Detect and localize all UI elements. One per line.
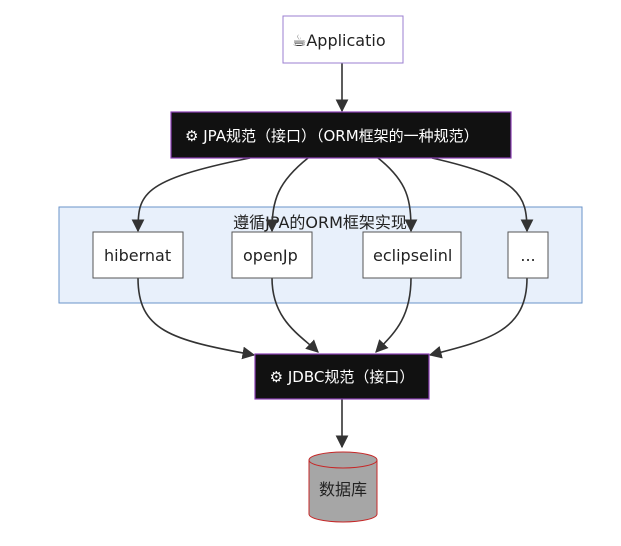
edge-hibernate-to-jdbc (137, 277, 256, 360)
database-cylinder-top (308, 451, 378, 469)
edge-eclipselink-to-jdbc (375, 277, 412, 353)
jdbc-spec-label: ⚙ JDBC规范（接口） (270, 368, 415, 386)
application-label: ☕Applicatio (292, 31, 386, 50)
edge-jpa-to-openjpa (265, 157, 309, 233)
database-label: 数据库 (319, 480, 367, 499)
openjpa-node: openJp (231, 231, 313, 279)
database-node: 数据库 (308, 451, 378, 523)
jpa-spec-label: ⚙ JPA规范（接口）（ORM框架的一种规范） (185, 127, 479, 145)
jpa-spec-node: ⚙ JPA规范（接口）（ORM框架的一种规范） (170, 111, 512, 159)
jdbc-spec-node: ⚙ JDBC规范（接口） (254, 353, 430, 400)
edge-jpa-to-hibernate (131, 157, 251, 233)
edges (131, 63, 534, 449)
group-title: 遵循JPA的ORM框架实现 (233, 213, 407, 232)
more-frameworks-label: ... (520, 246, 535, 265)
hibernate-node: hibernat (92, 231, 184, 279)
edge-jpa-to-eclipselink (377, 157, 418, 233)
edge-jpa-to-more (431, 157, 534, 233)
hibernate-label: hibernat (104, 246, 171, 265)
edge-openjpa-to-jdbc (271, 277, 319, 353)
database-cylinder-body (308, 460, 378, 523)
edge-more-to-jdbc (428, 277, 528, 359)
openjpa-label: openJp (243, 246, 298, 265)
eclipselink-label: eclipselinl (373, 246, 452, 265)
more-frameworks-node: ... (507, 231, 549, 279)
eclipselink-node: eclipselinl (362, 231, 462, 279)
application-node: ☕Applicatio (282, 15, 404, 64)
